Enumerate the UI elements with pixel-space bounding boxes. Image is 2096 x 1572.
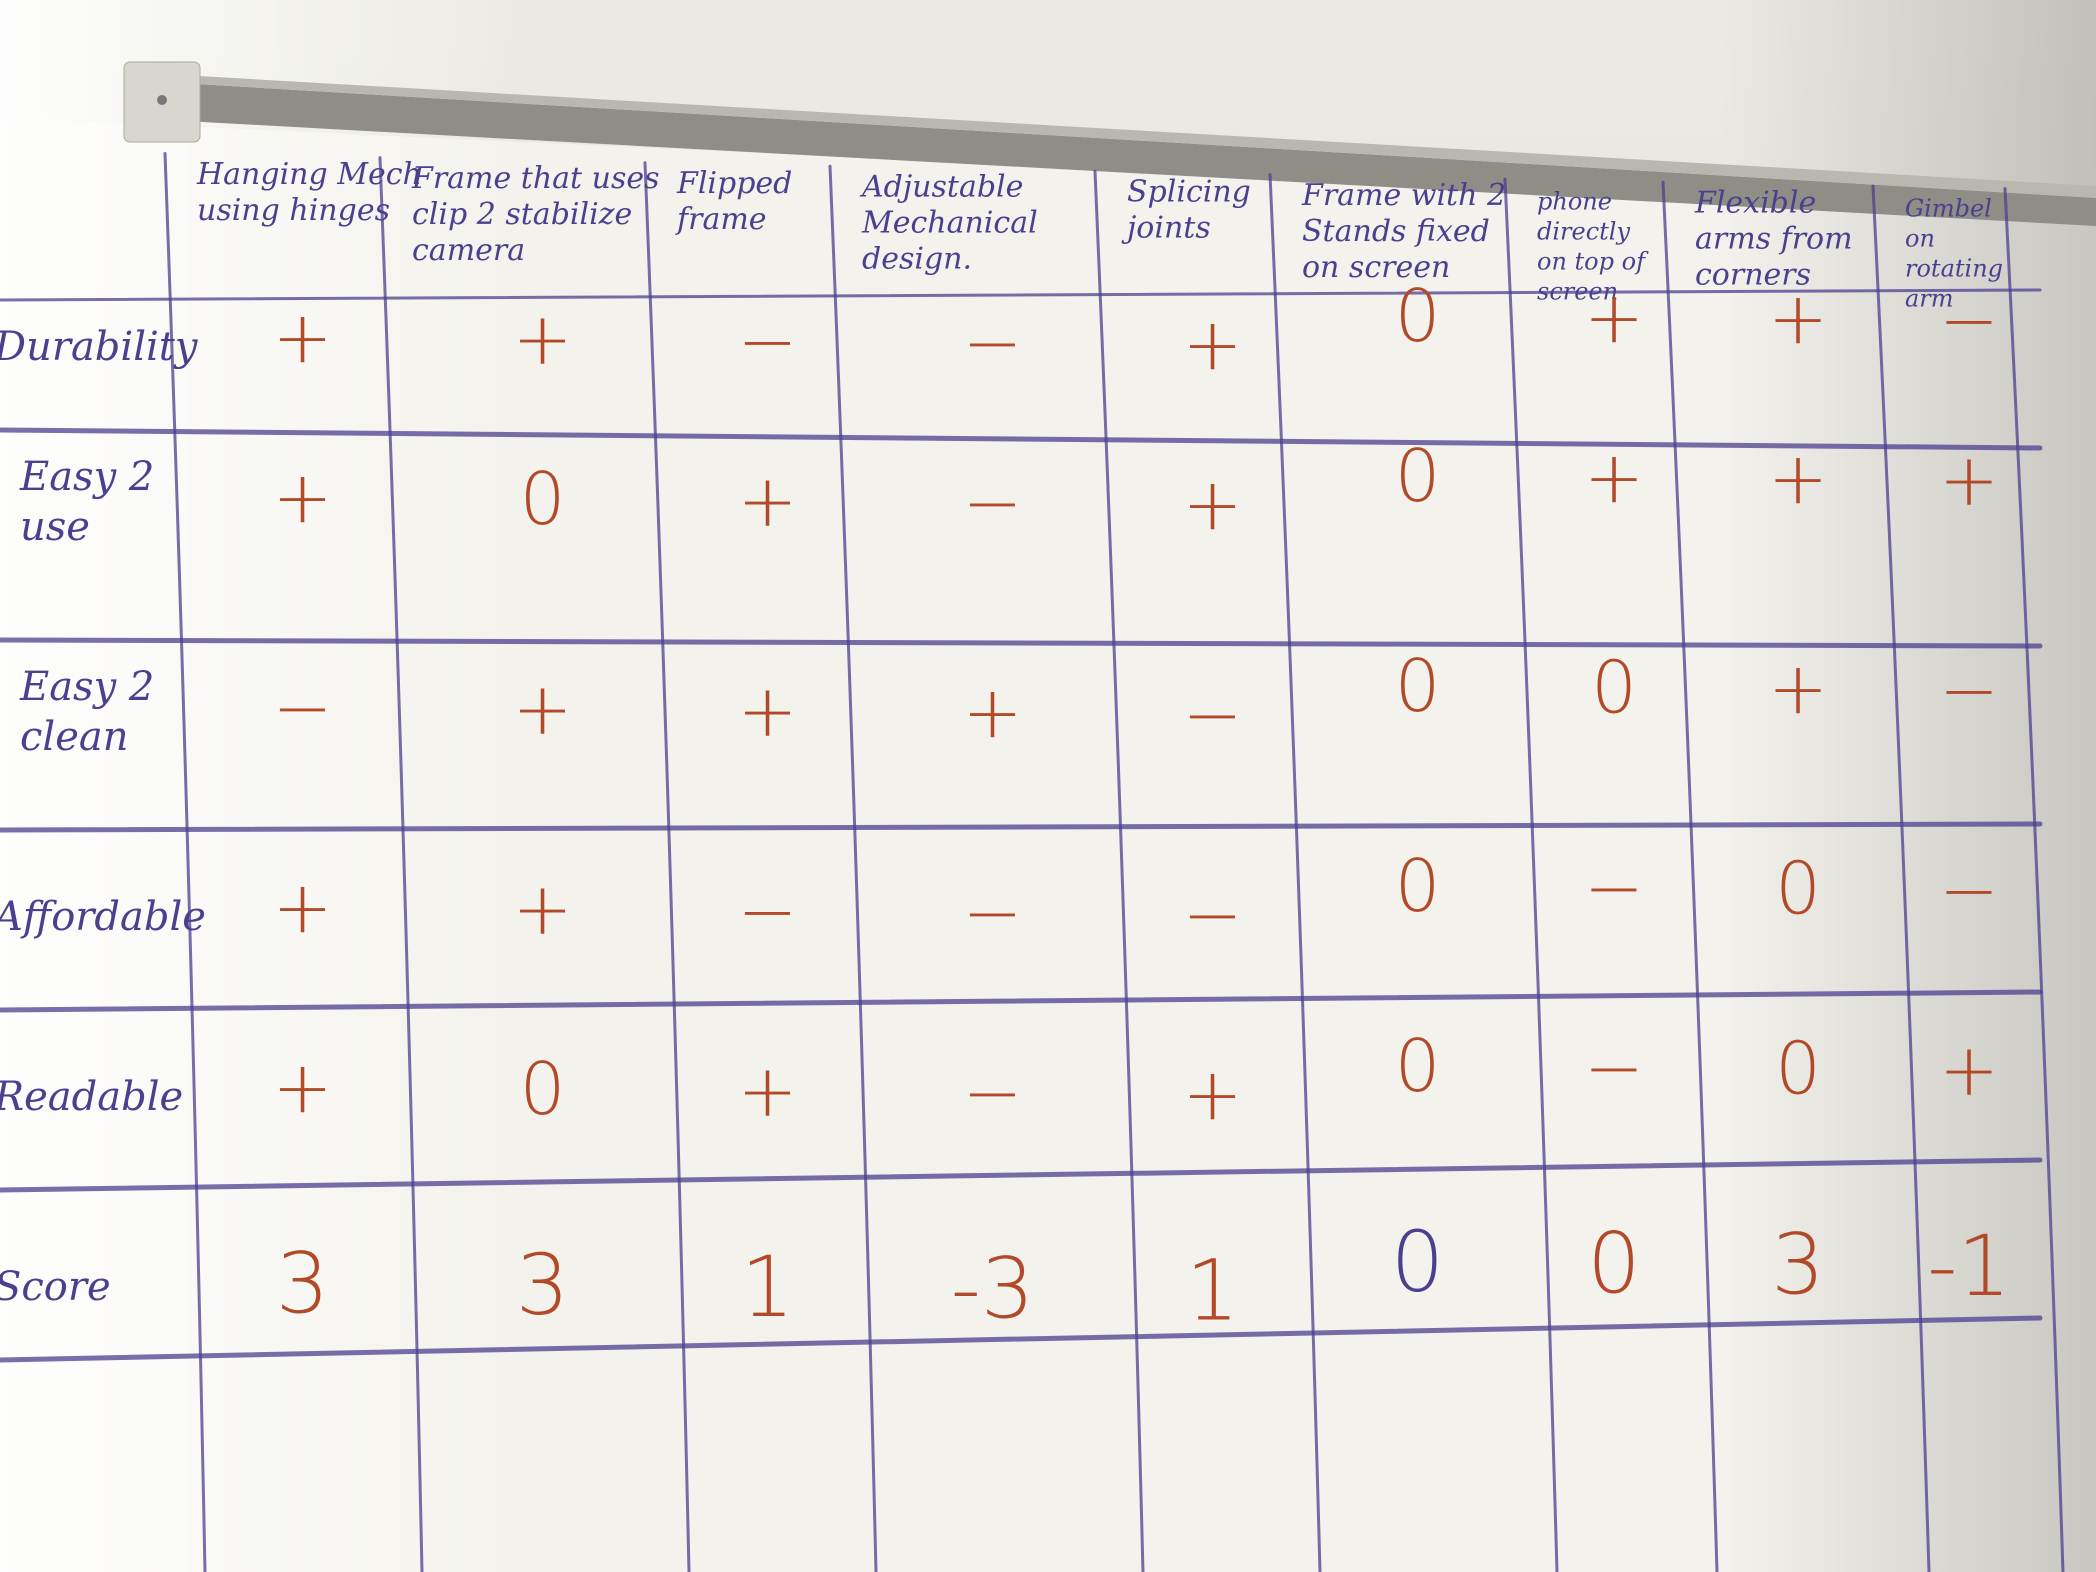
score-value: 3	[516, 1236, 569, 1334]
rating-mark: −	[962, 301, 1022, 385]
grid-row-line	[0, 427, 2043, 451]
rating-mark: −	[737, 869, 797, 953]
rating-mark: 0	[520, 457, 566, 541]
board-rail	[130, 80, 2096, 226]
rating-mark: +	[272, 295, 332, 379]
grid-column-line	[378, 156, 424, 1572]
rating-mark: +	[1182, 462, 1242, 546]
grid-column-line	[1871, 184, 1931, 1572]
grid-column-line	[2003, 187, 2065, 1572]
grid-column-line	[163, 152, 207, 1572]
rating-mark: +	[1768, 277, 1828, 361]
screw-icon	[157, 95, 167, 105]
rating-mark: +	[512, 297, 572, 381]
grid-lines	[0, 152, 2065, 1572]
rating-mark: +	[272, 455, 332, 539]
row-label: Score	[0, 1264, 111, 1310]
rating-mark: −	[1939, 648, 1999, 732]
grid-row-line	[0, 637, 2043, 649]
row-label: Readable	[0, 1074, 183, 1120]
rating-mark: −	[962, 461, 1022, 545]
score-value: 0	[1587, 1214, 1640, 1312]
rating-mark: −	[1584, 845, 1644, 929]
rating-mark: 0	[1591, 645, 1637, 729]
score-value: -3	[951, 1240, 1035, 1338]
grid-column-line	[1093, 169, 1145, 1572]
rating-mark: 0	[1395, 434, 1441, 518]
grid-column-line	[1503, 177, 1559, 1572]
rating-mark: +	[737, 1049, 797, 1133]
rating-mark: 0	[1775, 1027, 1821, 1111]
rating-mark: −	[1584, 1025, 1644, 1109]
rating-mark: −	[962, 871, 1022, 955]
rating-mark: 0	[520, 1047, 566, 1131]
rating-mark: −	[1182, 872, 1242, 956]
grid-column-line	[643, 161, 691, 1572]
grid-row-line	[0, 821, 2043, 833]
grid-column-line	[1268, 173, 1322, 1572]
rating-mark: +	[1182, 1052, 1242, 1136]
rating-mark: 0	[1395, 1024, 1441, 1108]
grid-row-line	[0, 1315, 2043, 1363]
score-value: 1	[1186, 1241, 1239, 1339]
rating-mark: +	[512, 667, 572, 751]
grid-row-line	[0, 989, 2043, 1013]
rating-mark: +	[1584, 275, 1644, 359]
score-value: 1	[741, 1238, 794, 1336]
rating-mark: −	[1182, 672, 1242, 756]
rating-mark: −	[962, 1051, 1022, 1135]
score-value: 3	[276, 1234, 329, 1332]
rating-mark: +	[1182, 302, 1242, 386]
rating-mark: +	[1939, 1028, 1999, 1112]
rating-mark: 0	[1395, 274, 1441, 358]
rating-mark: −	[272, 665, 332, 749]
grid-column-line	[1661, 180, 1719, 1572]
cell-marks: + + − − +0 + + − +0 + − +0 + + + − + + + − 0 0 + − + + − − − 0 − 0 − +0 + −…	[272, 274, 2011, 1339]
rating-mark: +	[737, 459, 797, 543]
score-value: 3	[1771, 1216, 1824, 1314]
rating-mark: +	[737, 669, 797, 753]
grid-row-line	[0, 1157, 2043, 1193]
score-value: -1	[1927, 1217, 2011, 1315]
rating-mark: 0	[1395, 644, 1441, 728]
rating-mark: +	[512, 867, 572, 951]
rating-mark: 0	[1395, 844, 1441, 928]
score-value: 0	[1391, 1213, 1444, 1311]
rating-mark: −	[1939, 278, 1999, 362]
row-label: Durability	[0, 324, 199, 370]
row-label: Affordable	[0, 894, 206, 940]
rating-mark: −	[1939, 848, 1999, 932]
rating-mark: +	[272, 865, 332, 949]
rating-mark: 0	[1775, 847, 1821, 931]
rating-mark: +	[272, 1045, 332, 1129]
rating-mark: +	[1768, 647, 1828, 731]
rating-mark: +	[1768, 437, 1828, 521]
rating-mark: +	[1584, 435, 1644, 519]
rating-mark: +	[1939, 438, 1999, 522]
grid-column-line	[828, 164, 878, 1572]
rating-mark: +	[962, 671, 1022, 755]
rating-mark: −	[737, 299, 797, 383]
